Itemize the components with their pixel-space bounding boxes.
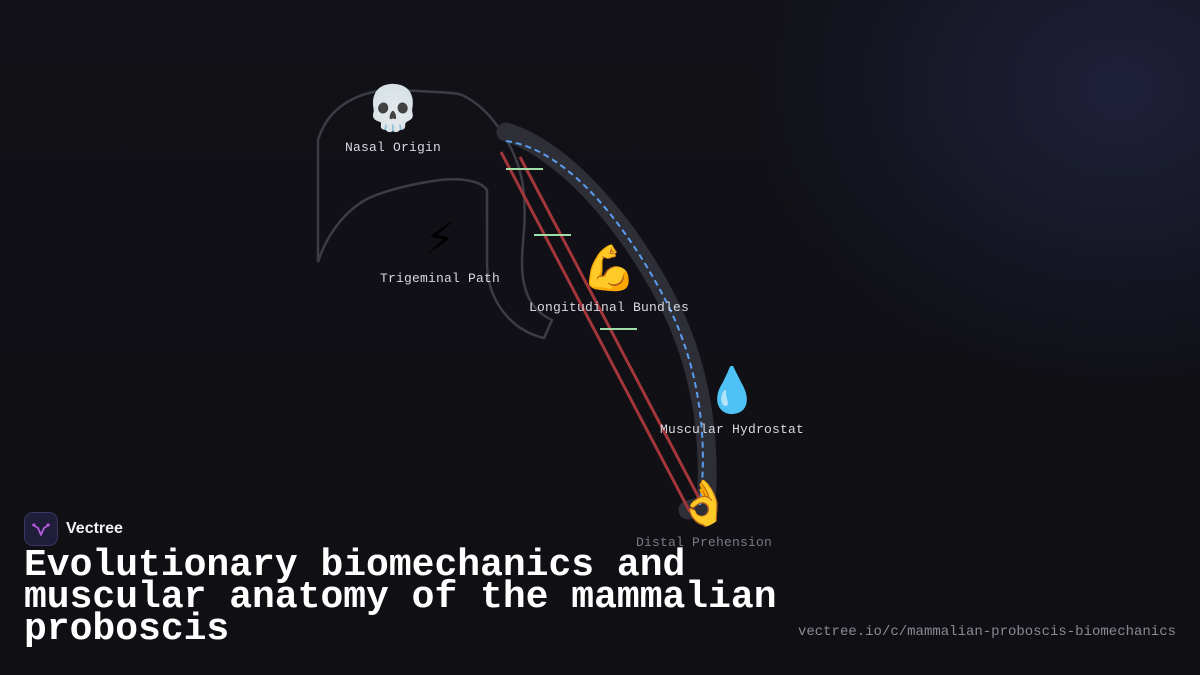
ok-hand-icon: 👌 xyxy=(676,478,732,529)
page-title: Evolutionary biomechanics and muscular a… xyxy=(24,544,777,651)
skull-icon: 💀 xyxy=(365,83,421,134)
lightning-icon: ⚡ xyxy=(424,214,456,265)
trunk-band xyxy=(496,122,717,520)
node-muscular-hydrostat: 💧 Muscular Hydrostat xyxy=(659,365,805,438)
node-label: Trigeminal Path xyxy=(379,271,501,286)
node-longitudinal-bundles: 💪 Longitudinal Bundles xyxy=(528,243,690,316)
droplet-icon: 💧 xyxy=(704,365,760,416)
node-label: Distal Prehension xyxy=(635,535,773,550)
node-label: Longitudinal Bundles xyxy=(528,300,690,315)
flexed-bicep-icon: 💪 xyxy=(581,243,637,294)
node-nasal-origin: 💀 Nasal Origin xyxy=(344,83,442,156)
vectree-logo-icon xyxy=(24,512,58,546)
page-url: vectree.io/c/mammalian-proboscis-biomech… xyxy=(797,624,1176,640)
node-trigeminal-path: ⚡ Trigeminal Path xyxy=(379,214,501,287)
skull-outline xyxy=(316,88,554,340)
red-line-outer xyxy=(499,151,692,513)
node-label: Nasal Origin xyxy=(344,140,442,155)
node-distal-prehension: 👌 Distal Prehension xyxy=(635,478,773,551)
dashed-path xyxy=(505,140,704,506)
brand-name: Vectree xyxy=(66,520,123,537)
node-label: Muscular Hydrostat xyxy=(659,422,805,437)
brand: Vectree xyxy=(24,512,123,546)
